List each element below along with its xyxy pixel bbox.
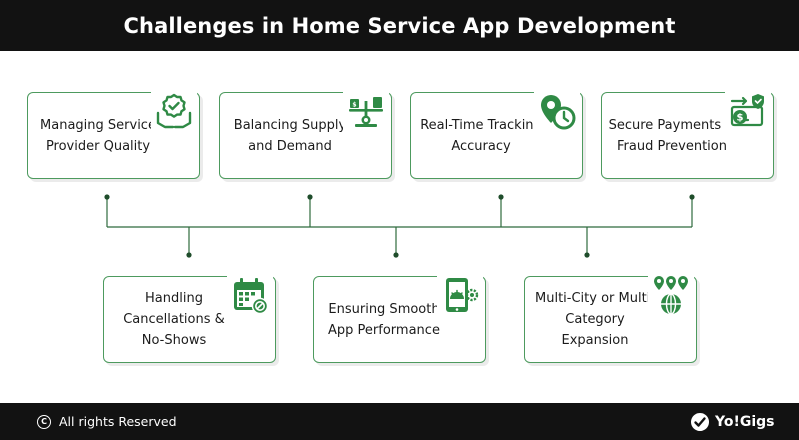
challenge-label: Secure Payments & Fraud Prevention xyxy=(608,117,736,154)
page-title: Challenges in Home Service App Developme… xyxy=(0,0,799,51)
brand-logo: Yo!Gigs xyxy=(690,403,775,440)
challenge-label: Balancing Supply and Demand xyxy=(233,117,347,154)
brand-name: Yo!Gigs xyxy=(715,413,775,430)
location-clock-icon xyxy=(534,89,580,133)
challenge-card-tracking: Real-Time Tracking Accuracy xyxy=(410,92,583,179)
phone-gear-icon xyxy=(437,273,483,317)
quality-shield-hands-icon xyxy=(151,89,197,133)
secure-payment-icon: $ xyxy=(725,89,771,133)
svg-text:$: $ xyxy=(737,113,744,124)
scale-balance-icon: $ xyxy=(343,89,389,133)
svg-text:$: $ xyxy=(352,102,356,109)
challenge-card-expansion: Multi-City or Multi-Category Expansion xyxy=(524,276,697,363)
challenge-label: Handling Cancellations & No-Shows xyxy=(123,291,225,348)
footer: C All rights Reserved Yo!Gigs xyxy=(0,403,799,440)
yogigs-logo-icon xyxy=(691,412,710,431)
challenge-label: Ensuring Smooth App Performance xyxy=(328,301,440,338)
copyright: C All rights Reserved xyxy=(37,403,177,440)
challenge-label: Multi-City or Multi-Category Expansion xyxy=(535,291,655,348)
copyright-icon: C xyxy=(37,414,51,429)
copyright-text: All rights Reserved xyxy=(59,414,177,429)
globe-pins-icon xyxy=(648,273,694,317)
challenge-label: Managing Service Provider Quality xyxy=(40,117,156,154)
calendar-cancel-icon xyxy=(227,273,273,317)
challenge-label: Real-Time Tracking Accuracy xyxy=(420,117,542,154)
